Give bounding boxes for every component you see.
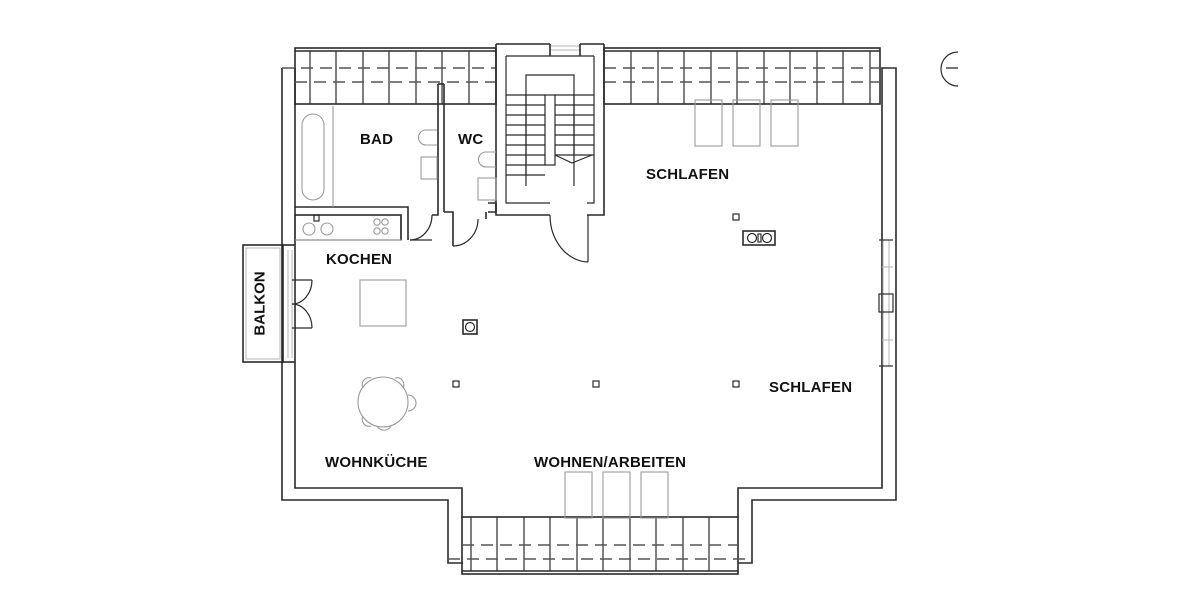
dining-table [357, 376, 417, 431]
room-label-kochen: KOCHEN [326, 251, 393, 268]
bathroom-door [409, 214, 433, 241]
kitchen-island [359, 279, 407, 327]
room-label-balkon: BALKON [251, 271, 269, 336]
wc-door [452, 218, 479, 247]
balcony [242, 244, 313, 363]
skylights-bottom [564, 471, 669, 519]
structural-columns [452, 213, 740, 388]
room-label-schlafen-right: SCHLAFEN [769, 379, 853, 396]
roof-strip-bottom [448, 516, 752, 575]
room-label-wc: WC [458, 131, 484, 148]
right-windows [878, 239, 894, 367]
stairwell [495, 43, 605, 216]
stairwell-door [549, 214, 589, 263]
kitchen-counter [294, 214, 402, 241]
room-label-wohnkueche: WOHNKÜCHE [325, 454, 428, 471]
section-marker-icon [940, 51, 960, 87]
skylights-top [694, 99, 799, 147]
chimney [462, 319, 478, 335]
room-label-wohnen-arbeiten: WOHNEN/ARBEITEN [534, 454, 687, 471]
stove-fixture [742, 230, 776, 246]
room-label-bad: BAD [360, 131, 394, 148]
room-label-schlafen-top: SCHLAFEN [646, 166, 730, 183]
bathroom-walls [295, 83, 497, 246]
